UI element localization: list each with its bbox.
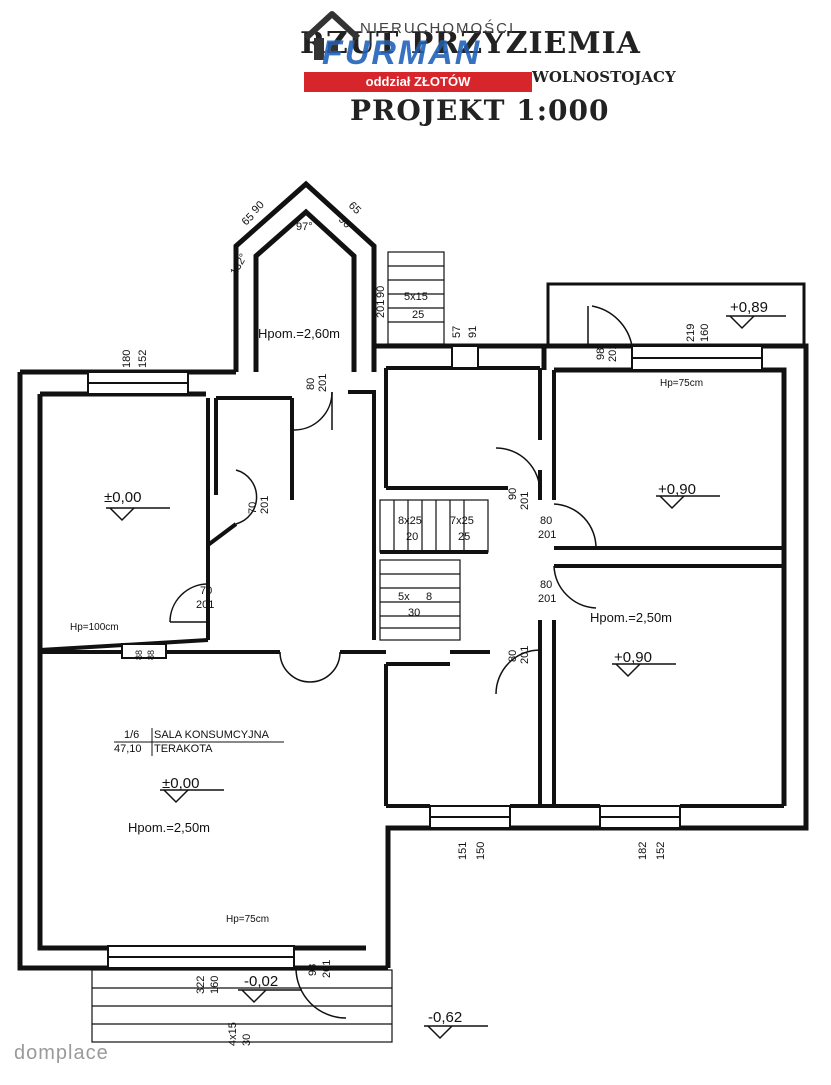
- dim-stair-low-a: 5x: [398, 591, 410, 603]
- windows: [87, 345, 763, 969]
- project-scale: PROJEKT 1:000: [350, 94, 610, 127]
- level-labels: +0,89 -0,02 -0,62: [244, 299, 768, 1026]
- agency-logo: NIERUCHOMOŚCI FURMAN oddział ZŁOTÓW: [302, 8, 538, 92]
- main-sill-height: Hp=75cm: [226, 914, 269, 925]
- terrace-sill-height: Hp=75cm: [660, 378, 703, 389]
- dim-stair-mid-b: 201: [519, 492, 531, 510]
- dim-door-low-a: 80: [507, 650, 519, 662]
- dim-door-r2-b: 201: [538, 593, 556, 605]
- dim-stair-low-b: 8: [426, 591, 432, 603]
- dim-win-bot-mid-a: 151: [457, 842, 469, 860]
- dim-door-hall-a: 80: [305, 378, 317, 390]
- room-floor: TERAKOTA: [154, 743, 213, 755]
- dim-entry-door-a: 98: [307, 964, 319, 976]
- logo-name: FURMAN: [322, 34, 482, 72]
- dim-door-r1-a: 80: [540, 515, 552, 527]
- logo-branch-bar: [304, 72, 532, 92]
- dim-steps-a: 4x15: [227, 1022, 239, 1046]
- logo-branch: oddział ZŁOTÓW: [365, 74, 471, 89]
- dim-stair-top-d: 25: [412, 309, 424, 321]
- dim-stair-run1-b: 20: [406, 531, 418, 543]
- dim-small-win-b: 88: [146, 650, 156, 660]
- dim-win-bot-mid-b: 150: [475, 842, 487, 860]
- outside-level: -0,62: [428, 1009, 462, 1026]
- staircases: [91, 251, 489, 1043]
- logo-top-text: NIERUCHOMOŚCI: [360, 20, 516, 37]
- dim-bay-side-angle: 132°: [228, 252, 250, 278]
- sill-heights: Hp=75cm Hp=100cm Hp=75cm: [70, 378, 703, 925]
- hall-top-height: Hpom.=2,60m: [258, 326, 340, 341]
- plan-title: RZUT PRZYZIEMIA: [300, 26, 641, 61]
- dim-left-door-a: 70: [200, 585, 212, 597]
- dim-steps-b: 30: [241, 1034, 253, 1046]
- plan-header: RZUT PRZYZIEMIA WOLNOSTOJACY PROJEKT 1:0…: [0, 0, 831, 140]
- dim-door-hall-b: 201: [317, 374, 329, 392]
- dim-door-low-b: 201: [519, 646, 531, 664]
- level-markers: [106, 315, 786, 1040]
- dim-bay-left-b: 90: [250, 199, 267, 216]
- main-hall-height: Hpom.=2,50m: [128, 820, 210, 835]
- dim-closet-door-a: 70: [247, 502, 259, 514]
- dim-closet-door-b: 201: [259, 496, 271, 514]
- dim-small-win-a: 88: [134, 650, 144, 660]
- right-mid-level: +0,90: [614, 649, 652, 666]
- dim-stair-top-c: 5x15: [404, 291, 428, 303]
- dim-left-door-b: 201: [196, 599, 214, 611]
- dim-win-bot-right-a: 182: [637, 842, 649, 860]
- dim-terrace-door-a: 98: [595, 348, 607, 360]
- left-sill-height: Hp=100cm: [70, 622, 119, 633]
- dim-bay-right-a: 65: [346, 200, 363, 217]
- dim-stair-low-c: 30: [408, 607, 420, 619]
- right-mid-height: Hpom.=2,50m: [590, 610, 672, 625]
- dim-terrace-win-a: 219: [685, 324, 697, 342]
- left-room-level: ±0,00: [104, 489, 141, 506]
- dim-stair-top-a: 90: [375, 286, 387, 298]
- house-icon: [303, 11, 361, 60]
- dim-win-left-a: 180: [121, 350, 133, 368]
- dim-win-bot-right-b: 152: [655, 842, 667, 860]
- dim-terrace-door-b: 201: [607, 344, 619, 362]
- dim-main-win-b: 160: [209, 976, 221, 994]
- terrace-level: +0,89: [730, 299, 768, 316]
- dim-win-top-a: 57: [451, 326, 463, 338]
- right-top-level: +0,90: [658, 481, 696, 498]
- main-hall-level: ±0,00: [162, 775, 199, 792]
- dimension-labels: 65 90 65 90 97° 132° 90 201 5x15 25 57 9…: [121, 199, 711, 1046]
- plan-subtitle: WOLNOSTOJACY: [532, 68, 676, 86]
- dim-stair-run2-a: 7x25: [450, 515, 474, 527]
- watermark: domplace: [14, 1042, 109, 1064]
- room-area: 47,10: [114, 743, 142, 755]
- dim-terrace-win-b: 160: [699, 324, 711, 342]
- dim-door-r1-b: 201: [538, 529, 556, 541]
- dim-win-top-b: 91: [467, 326, 479, 338]
- doors: [169, 305, 633, 1019]
- dim-win-left-b: 152: [137, 350, 149, 368]
- entrance-level: -0,02: [244, 973, 278, 990]
- room-name: SALA KONSUMCYJNA: [154, 729, 270, 741]
- dim-stair-top-b: 201: [375, 300, 387, 318]
- dim-bay-angle: 97°: [296, 221, 313, 233]
- dim-stair-mid-a: 90: [507, 488, 519, 500]
- room-labels: Hpom.=2,60m ±0,00 +0,90 Hpom.=2,50m +0,9…: [104, 326, 696, 835]
- dim-stair-run1-a: 8x25: [398, 515, 422, 527]
- dim-entry-door-b: 201: [321, 960, 333, 978]
- dim-door-r2-a: 80: [540, 579, 552, 591]
- dim-stair-run2-b: 25: [458, 531, 470, 543]
- dim-main-win-a: 322: [195, 976, 207, 994]
- room-number: 1/6: [124, 729, 139, 741]
